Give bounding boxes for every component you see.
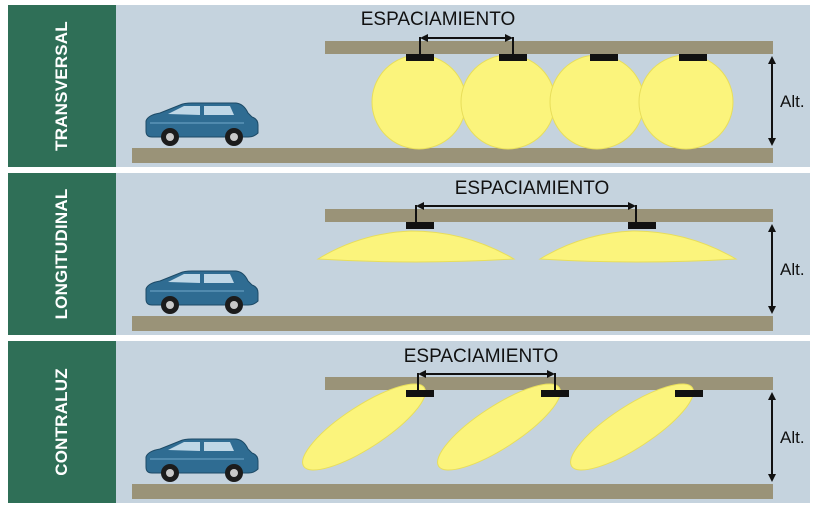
lamp-fixture (406, 390, 434, 397)
height-label: Alt. (780, 260, 805, 279)
panel-label: CONTRALUZ (52, 368, 71, 476)
contraluz-diagram: ESPACIAMIENTO Alt. (132, 346, 805, 499)
lamp-fixture (406, 54, 434, 61)
car-icon (145, 438, 259, 482)
lamp-fixture (679, 54, 707, 61)
road-surface (132, 316, 773, 331)
diagram-stage: ESPACIAMIENTO Alt. (116, 341, 810, 503)
spacing-dimension (417, 370, 556, 390)
spacing-dimension (415, 202, 637, 222)
height-label: Alt. (780, 428, 805, 447)
spacing-dimension (419, 34, 514, 54)
lamp-fixture (590, 54, 618, 61)
lamp-fixture (406, 222, 434, 229)
light-beam (638, 54, 734, 150)
light-beam (549, 54, 645, 150)
light-beam (302, 383, 426, 471)
panel-transversal: TRANSVERSAL ESPACIA (8, 5, 810, 167)
longitudinal-diagram: ESPACIAMIENTO Alt. (132, 178, 805, 331)
diagram-stage: ESPACIAMIENTO Alt. (116, 5, 810, 167)
spacing-label: ESPACIAMIENTO (455, 178, 610, 199)
car-icon (145, 270, 259, 314)
ceiling-bar (325, 41, 773, 54)
lamp-fixture (499, 54, 527, 61)
car-icon (145, 102, 259, 146)
diagram-stage: ESPACIAMIENTO Alt. (116, 173, 810, 335)
road-surface (132, 148, 773, 163)
height-dimension (768, 224, 776, 314)
transversal-diagram: ESPACIAMIENTO Alt. (132, 9, 805, 163)
height-dimension (768, 392, 776, 482)
road-surface (132, 484, 773, 499)
panel-label-bar: CONTRALUZ (8, 341, 116, 503)
light-beam (570, 383, 694, 471)
lamp-fixture (628, 222, 656, 229)
spacing-label: ESPACIAMIENTO (361, 9, 516, 30)
spacing-label: ESPACIAMIENTO (404, 346, 559, 367)
panel-label: TRANSVERSAL (52, 21, 71, 151)
panel-label-bar: LONGITUDINAL (8, 173, 116, 335)
light-beam (460, 54, 556, 150)
panel-contraluz: CONTRALUZ ESPACIAMIENTO (8, 341, 810, 503)
light-beam (371, 54, 467, 150)
ceiling-bar (325, 209, 773, 222)
panel-label: LONGITUDINAL (52, 188, 71, 320)
lamp-fixture (541, 390, 569, 397)
height-dimension (768, 56, 776, 146)
light-beam (538, 230, 738, 263)
light-beam (316, 230, 516, 263)
panel-label-bar: TRANSVERSAL (8, 5, 116, 167)
lamp-fixture (675, 390, 703, 397)
panel-longitudinal: LONGITUDINAL ESPACIAMIENTO (8, 173, 810, 335)
height-label: Alt. (780, 92, 805, 111)
light-beam (437, 383, 561, 471)
